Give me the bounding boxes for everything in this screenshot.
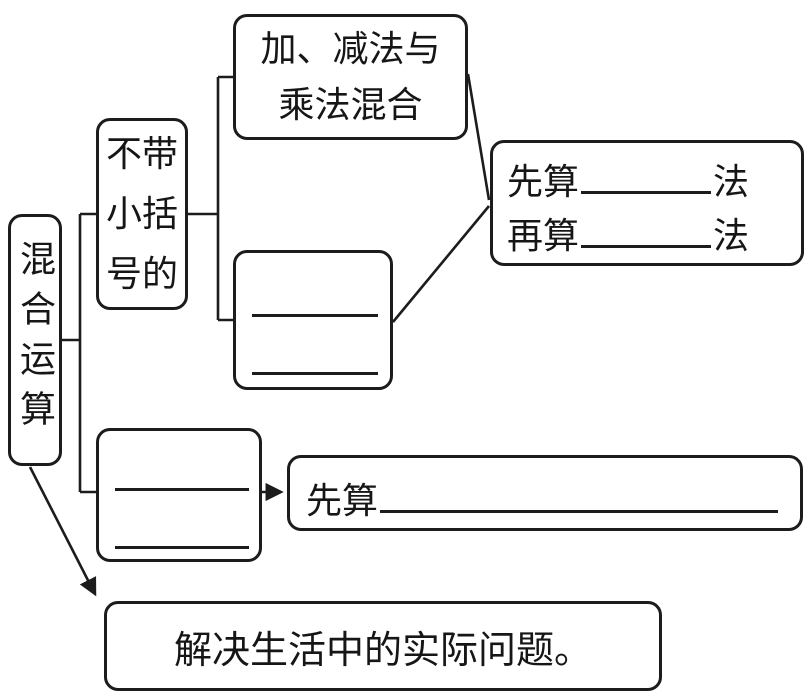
order-rule-line2-suffix: 法	[713, 216, 750, 256]
node-first-calc: 先算	[287, 455, 803, 531]
order-rule-line2: 再算 法	[507, 209, 801, 263]
line-blank-to-order	[391, 205, 491, 323]
node-solve: 解决生活中的实际问题。	[104, 601, 662, 691]
node-blank-upper	[233, 250, 393, 390]
node-blank-lower	[96, 428, 262, 562]
order-rule-line1: 先算 法	[507, 155, 801, 209]
first-calc-prefix: 先算	[306, 481, 379, 521]
blank-line	[252, 314, 378, 317]
order-rule-line1-suffix: 法	[713, 162, 750, 202]
bracket-root	[62, 212, 97, 494]
node-no-brackets-line2: 小括	[105, 194, 178, 234]
node-no-brackets-line3: 号的	[105, 254, 178, 294]
line-addsubmul-to-order	[466, 73, 491, 201]
node-solve-label: 解决生活中的实际问题。	[173, 629, 592, 672]
order-rule-line2-prefix: 再算	[507, 216, 580, 256]
blank-line	[115, 546, 249, 549]
blank-line	[252, 372, 378, 375]
bracket-no-brackets	[188, 75, 234, 322]
node-root: 混合运算	[8, 214, 62, 466]
blank-line	[115, 488, 249, 491]
arrow-root-to-solve	[28, 466, 97, 597]
node-add-sub-line2: 乘法混合	[278, 85, 423, 125]
node-no-brackets-line1: 不带	[105, 134, 178, 174]
node-order-rule: 先算法 再算法	[490, 140, 804, 266]
blank-line	[581, 155, 712, 194]
order-rule-line1-prefix: 先算	[507, 162, 580, 202]
node-add-sub-with-mul: 加、减法与 乘法混合	[233, 14, 468, 140]
blank-line	[581, 209, 712, 248]
node-no-brackets: 不带 小括 号的	[96, 118, 188, 310]
node-add-sub-line1: 加、减法与	[260, 29, 441, 69]
node-root-label: 混合运算	[15, 240, 55, 440]
blank-line	[380, 474, 779, 513]
